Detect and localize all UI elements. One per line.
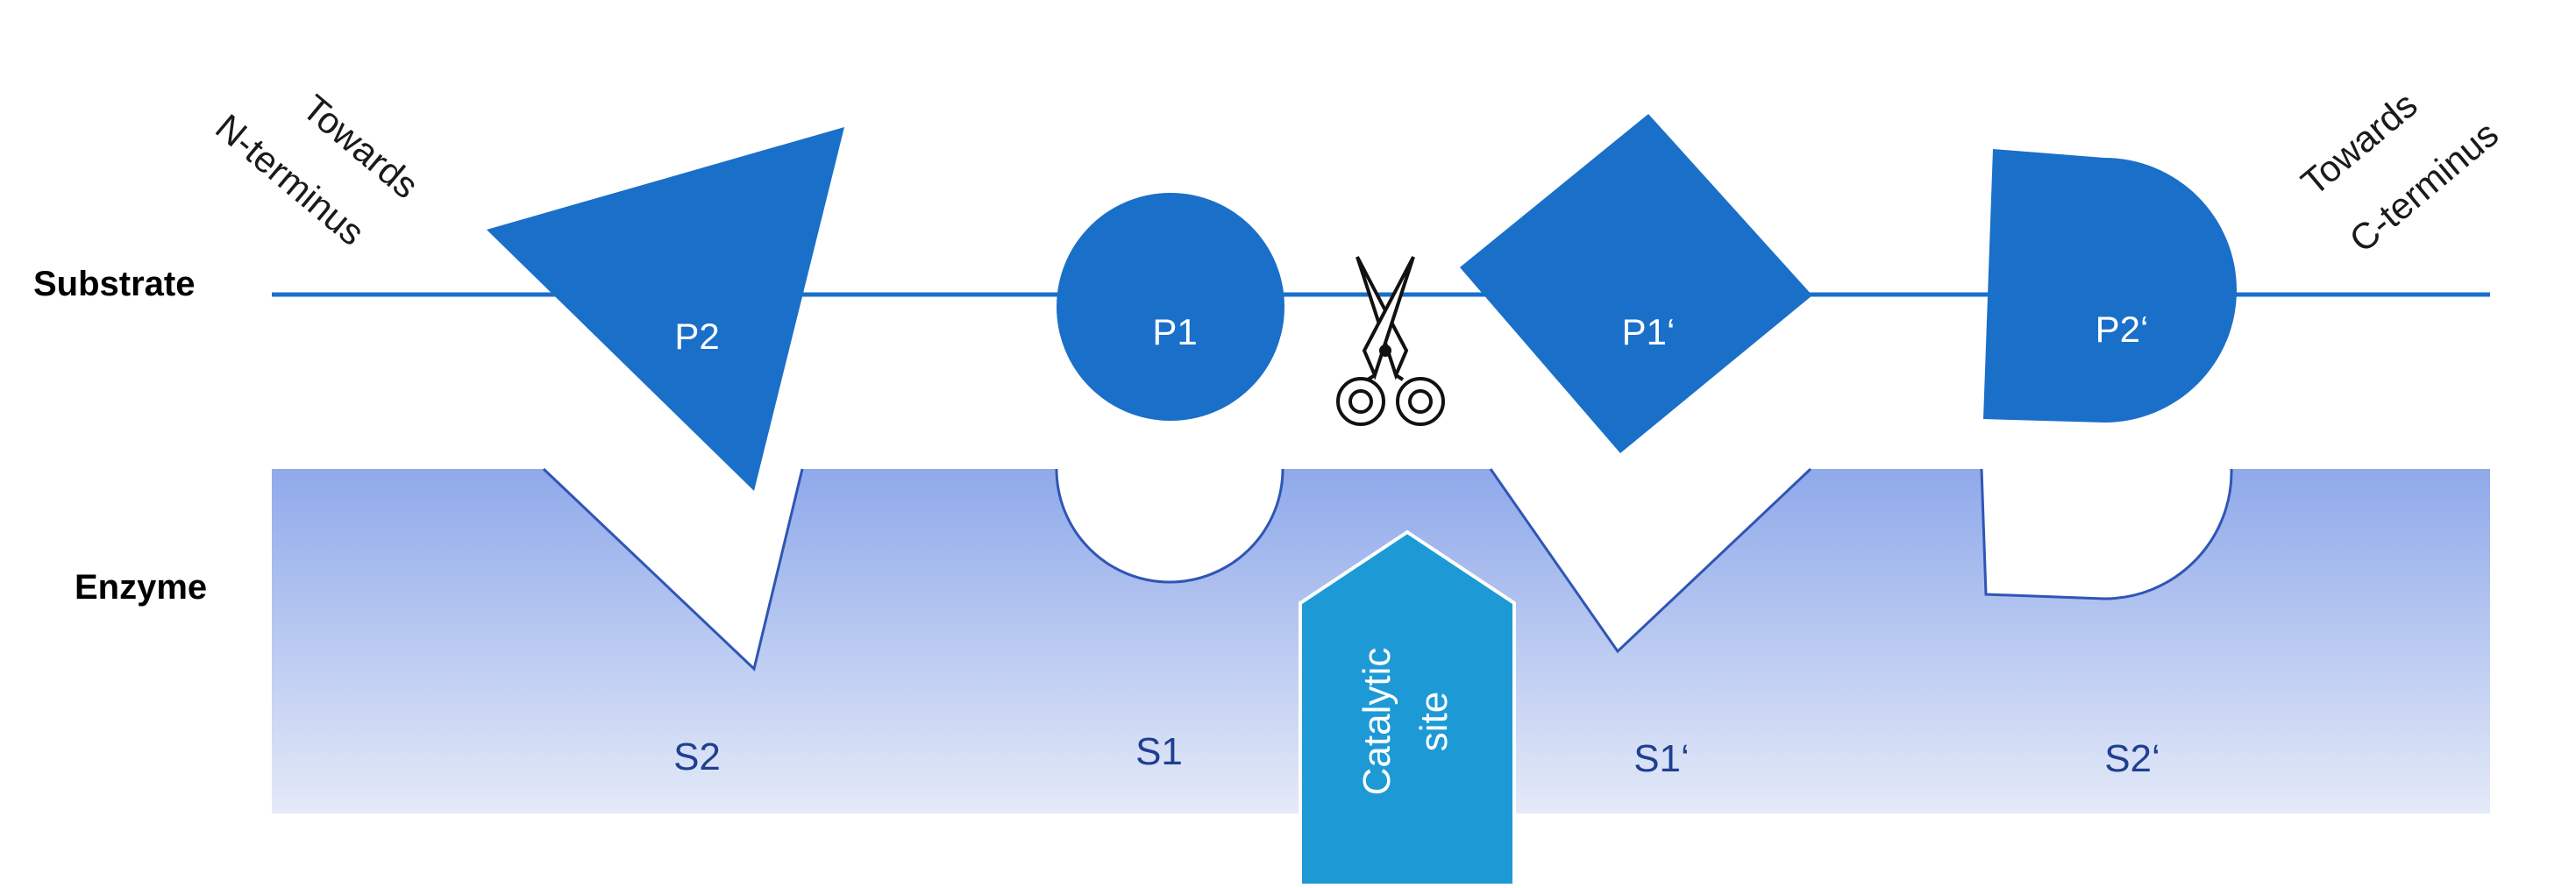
residue-p1-circle <box>1057 193 1284 421</box>
scissors-icon <box>1336 256 1445 426</box>
residue-p2-triangle <box>487 127 844 491</box>
catalytic-site <box>1299 529 1516 887</box>
pocket-s2-outline <box>542 467 804 671</box>
subsite-s2-label: S2 <box>673 735 721 778</box>
residue-p2p-d-shape <box>1983 149 2237 423</box>
residue-p2p-label: P2‘ <box>2096 309 2149 350</box>
substrate-label: Substrate <box>33 265 196 303</box>
residue-p1p-label: P1‘ <box>1622 311 1676 352</box>
residue-p2-label: P2 <box>674 316 719 357</box>
subsite-s1-label: S1 <box>1135 730 1183 773</box>
catalytic-site-label-line1: Catalytic <box>1356 648 1398 796</box>
pocket-s1-outline <box>1055 468 1284 584</box>
catalytic-site-label-line2: site <box>1413 692 1455 751</box>
pocket-s1p-outline <box>1489 467 1812 654</box>
pocket-s2p-outline <box>1980 468 2233 600</box>
enzyme-label: Enzyme <box>75 568 207 607</box>
subsite-s1p-label: S1‘ <box>1633 737 1690 780</box>
subsite-s2p-label: S2‘ <box>2104 737 2160 780</box>
residue-p1-label: P1 <box>1152 311 1197 352</box>
residue-p1p-diamond <box>1460 114 1812 453</box>
